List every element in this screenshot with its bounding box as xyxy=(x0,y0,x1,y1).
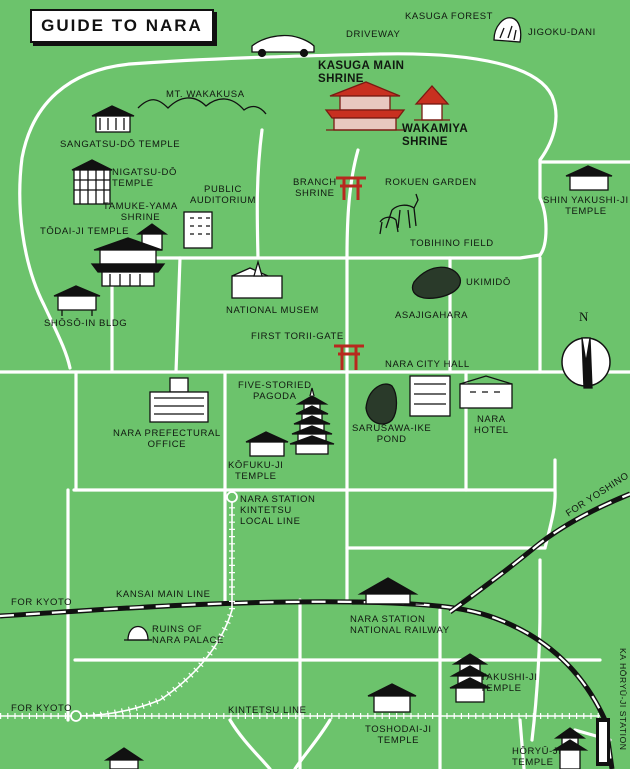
label-nara-city-hall: NARA CITY HALL xyxy=(385,359,470,370)
label-kansai-main-line: KANSAI MAIN LINE xyxy=(116,589,211,600)
todai-ji-temple-icon xyxy=(90,237,166,287)
label-nigatsu-do-temple: NIGATSU-DŌ TEMPLE xyxy=(112,167,177,189)
label-tobihino-field: TOBIHINO FIELD xyxy=(410,238,494,249)
label-public-auditorium: PUBLIC AUDITORIUM xyxy=(190,184,256,206)
label-todai-ji-temple: TŌDAI-JI TEMPLE xyxy=(40,226,130,237)
label-kasuga-main-shrine: KASUGA MAIN SHRINE xyxy=(318,60,405,85)
branch-shrine-torii-icon xyxy=(336,176,366,200)
label-tamuke-yama-shrine: TAMUKE-YAMA SHRINE xyxy=(103,201,178,223)
label-nara-hotel: NARA HOTEL xyxy=(474,414,509,436)
mt-wakakusa-hills xyxy=(137,97,267,115)
yakushi-ji-temple-icon xyxy=(449,653,491,703)
label-wakamiya-shrine: WAKAMIYA SHRINE xyxy=(402,123,469,148)
label-nara-station-kintetsu: NARA STATION KINTETSU LOCAL LINE xyxy=(240,494,316,527)
label-national-musem: NATIONAL MUSEM xyxy=(226,305,319,316)
horyu-ji-temple-icon xyxy=(551,727,589,769)
label-for-kyoto-1: FOR KYOTO xyxy=(11,597,73,608)
shoso-in-bldg-icon xyxy=(53,285,101,316)
label-sarusawa-ike-pond: SARUSAWA-IKE POND xyxy=(352,423,432,445)
public-auditorium-icon xyxy=(183,211,213,249)
deer-icon xyxy=(379,193,419,235)
jigoku-dani-rock-icon xyxy=(493,17,522,43)
label-rokuen-garden: ROKUEN GARDEN xyxy=(385,177,477,188)
kofuku-ji-temple-icon xyxy=(245,431,289,457)
label-ukimido: UKIMIDŌ xyxy=(466,277,511,288)
label-driveway: DRIVEWAY xyxy=(346,29,401,40)
first-torii-gate-icon xyxy=(334,344,364,370)
nigatsu-do-temple-icon xyxy=(71,159,113,205)
toshodai-ji-temple-icon xyxy=(367,683,417,713)
label-nara-prefectural-office: NARA PREFECTURAL OFFICE xyxy=(113,428,221,450)
label-for-kyoto-2: FOR KYOTO xyxy=(11,703,73,714)
label-shin-yakushi-ji-temple: SHIN YAKUSHI-JI TEMPLE xyxy=(543,195,629,217)
map-title-box: GUIDE TO NARA xyxy=(30,9,214,43)
label-horyu-ji-temple: HŌRYŪ-JI TEMPLE xyxy=(512,746,562,768)
label-nara-station-national: NARA STATION NATIONAL RAILWAY xyxy=(350,614,450,636)
label-jigoku-dani: JIGOKU-DANI xyxy=(528,27,596,38)
sarusawa-ike-pond xyxy=(365,383,398,425)
landmarks xyxy=(53,17,613,769)
shin-yakushi-ji-temple-icon xyxy=(565,165,613,191)
label-sangatsu-do-temple: SANGATSU-DŌ TEMPLE xyxy=(60,139,181,150)
kasuga-main-shrine-icon xyxy=(324,81,406,131)
label-horyu-ji-station: KA HŌRYŪ-JI STATION xyxy=(618,648,628,751)
map-title: GUIDE TO NARA xyxy=(41,16,203,35)
label-asajigahara: ASAJIGAHARA xyxy=(395,310,469,321)
sangatsu-do-temple-icon xyxy=(91,105,135,133)
nara-city-hall-icon xyxy=(409,375,451,417)
north-compass-icon xyxy=(561,337,611,389)
label-yakushi-ji-temple: YAKUSHI-JI TEMPLE xyxy=(480,672,538,694)
wakamiya-shrine-icon xyxy=(414,85,450,121)
label-ruins-nara-palace: RUINS OF NARA PALACE xyxy=(152,624,224,646)
label-five-storied-pagoda: FIVE-STORIED PAGODA xyxy=(238,380,312,402)
label-kintetsu-line: KINTETSU LINE xyxy=(228,705,307,716)
nara-station-national-icon xyxy=(352,577,424,605)
roads xyxy=(0,52,630,769)
label-toshodai-ji-temple: TOSHODAI-JI TEMPLE xyxy=(365,724,432,746)
label-branch-shrine: BRANCH SHRINE xyxy=(293,177,337,199)
nara-hotel-icon xyxy=(459,375,513,409)
national-musem-icon xyxy=(231,259,283,299)
label-mt-wakakusa: MT. WAKAKUSA xyxy=(166,89,245,100)
car-icon xyxy=(251,34,315,58)
label-first-torii-gate: FIRST TORII-GATE xyxy=(251,331,344,342)
five-storied-pagoda-icon xyxy=(289,387,335,455)
label-kofuku-ji-temple: KŌFUKU-JI TEMPLE xyxy=(228,460,284,482)
label-north: N xyxy=(579,309,589,324)
ukimido-pond xyxy=(411,266,461,299)
ruins-nara-palace-icon xyxy=(124,625,152,641)
label-shoso-in-bldg: SHŌSŌ-IN BLDG xyxy=(44,318,128,329)
label-kasuga-forest: KASUGA FOREST xyxy=(405,11,494,22)
nara-prefectural-office-icon xyxy=(149,377,209,423)
temple-icon xyxy=(103,747,145,769)
